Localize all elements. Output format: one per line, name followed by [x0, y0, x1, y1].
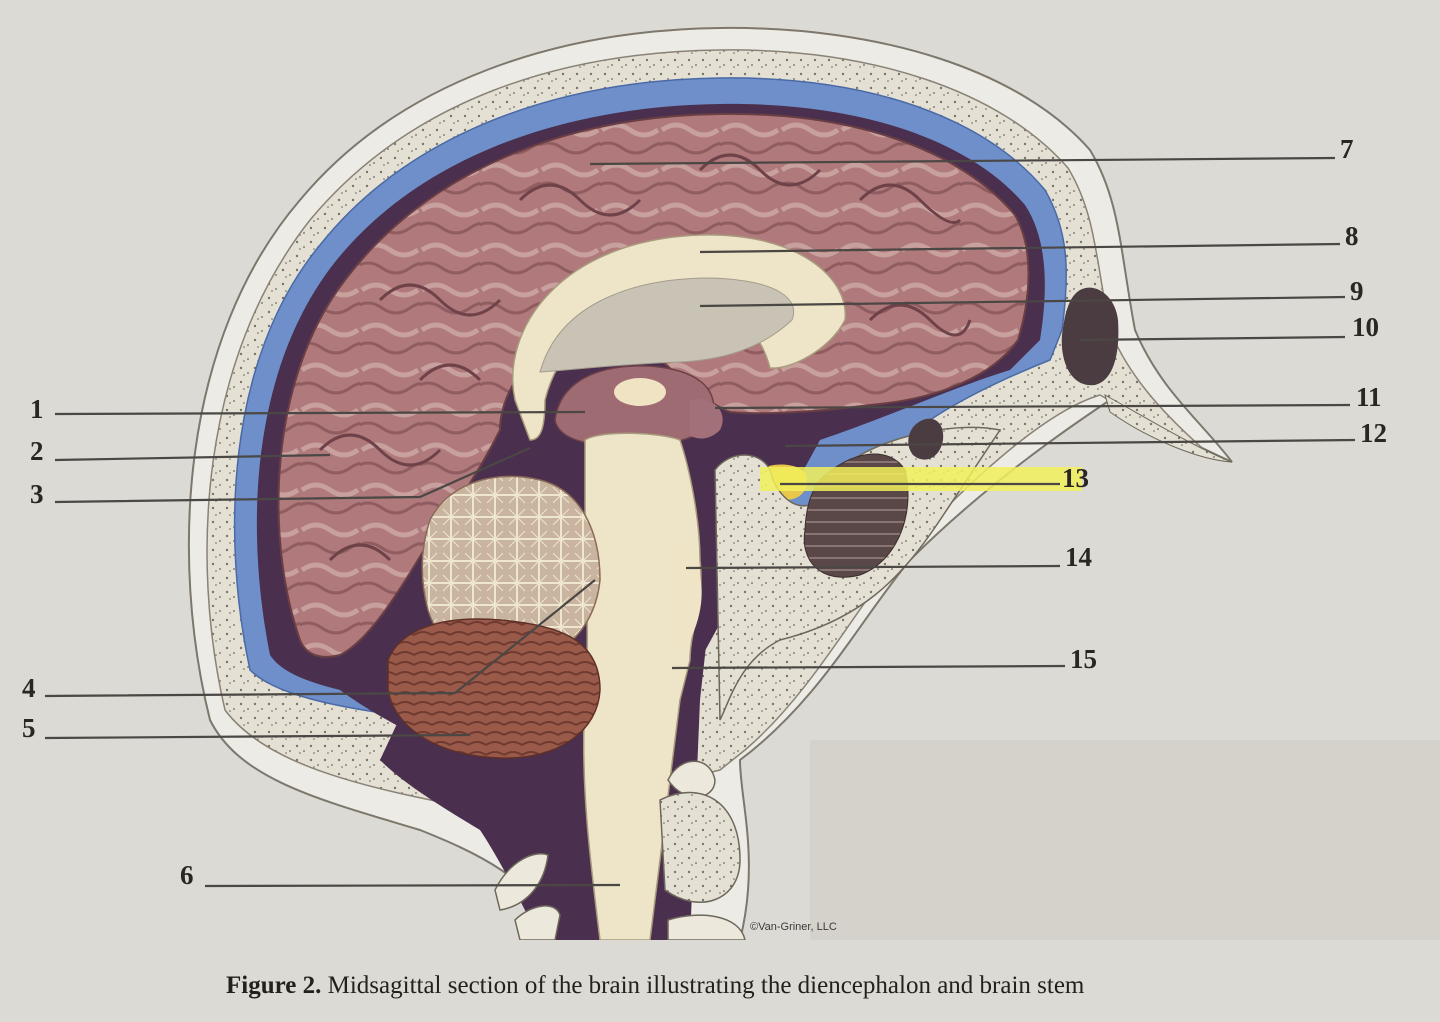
label-6: 6: [180, 860, 194, 890]
label-13-highlight: [760, 467, 1082, 491]
label-1: 1: [30, 394, 44, 424]
label-7: 7: [1340, 134, 1354, 164]
label-3: 3: [30, 479, 44, 509]
label-4: 4: [22, 673, 36, 703]
leader-line-2: [54, 453, 331, 462]
leader-line-11: [714, 403, 1351, 410]
nasal-bone: [1104, 393, 1233, 463]
label-11: 11: [1356, 382, 1382, 412]
leader-line-5: [44, 733, 471, 740]
occipital-fragment-1: [494, 853, 549, 911]
vertebra-3: [667, 914, 746, 941]
septum-pellucidum: [539, 277, 794, 373]
leader-line-9: [699, 295, 1346, 308]
leader-line-7: [589, 156, 1336, 166]
leader-line-15: [671, 664, 1066, 670]
label-13: 13: [1062, 463, 1089, 493]
cerebellum-vermis: [421, 475, 601, 667]
vertebra-2: [659, 791, 741, 903]
leader-line-4: [44, 579, 596, 698]
caption-text: Midsagittal section of the brain illustr…: [327, 972, 1085, 999]
leader-line-3: [54, 446, 531, 504]
leader-line-8: [699, 242, 1341, 254]
label-5: 5: [22, 713, 36, 743]
leader-line-12: [784, 438, 1356, 448]
leader-line-14: [685, 564, 1061, 570]
label-14: 14: [1065, 542, 1092, 572]
label-9: 9: [1350, 276, 1364, 306]
occipital-fragment-2: [514, 905, 561, 941]
leader-line-10: [1079, 335, 1346, 342]
copyright-credit: ©Van-Griner, LLC: [750, 921, 837, 933]
figure-caption: Figure 2. Midsagittal section of the bra…: [226, 972, 1084, 1000]
ethmoid-cell: [908, 418, 944, 460]
hypothalamus: [690, 399, 723, 439]
leader-line-6: [204, 883, 621, 888]
label-12: 12: [1360, 418, 1387, 448]
label-2: 2: [30, 436, 44, 466]
cerebellum-hemisphere: [387, 618, 601, 759]
frontal-sinus: [1061, 287, 1119, 386]
figure-number: Figure 2.: [226, 972, 322, 999]
leader-lines: [44, 156, 1356, 888]
number-labels: 1 2 3 4 5 6 7 8 9 10 11 12 13 14 15: [22, 134, 1387, 890]
leader-line-1: [54, 410, 586, 416]
label-15: 15: [1070, 644, 1097, 674]
label-8: 8: [1345, 221, 1359, 251]
sulci: [318, 153, 972, 562]
interthalamic-adhesion: [614, 378, 666, 406]
label-10: 10: [1352, 312, 1379, 342]
